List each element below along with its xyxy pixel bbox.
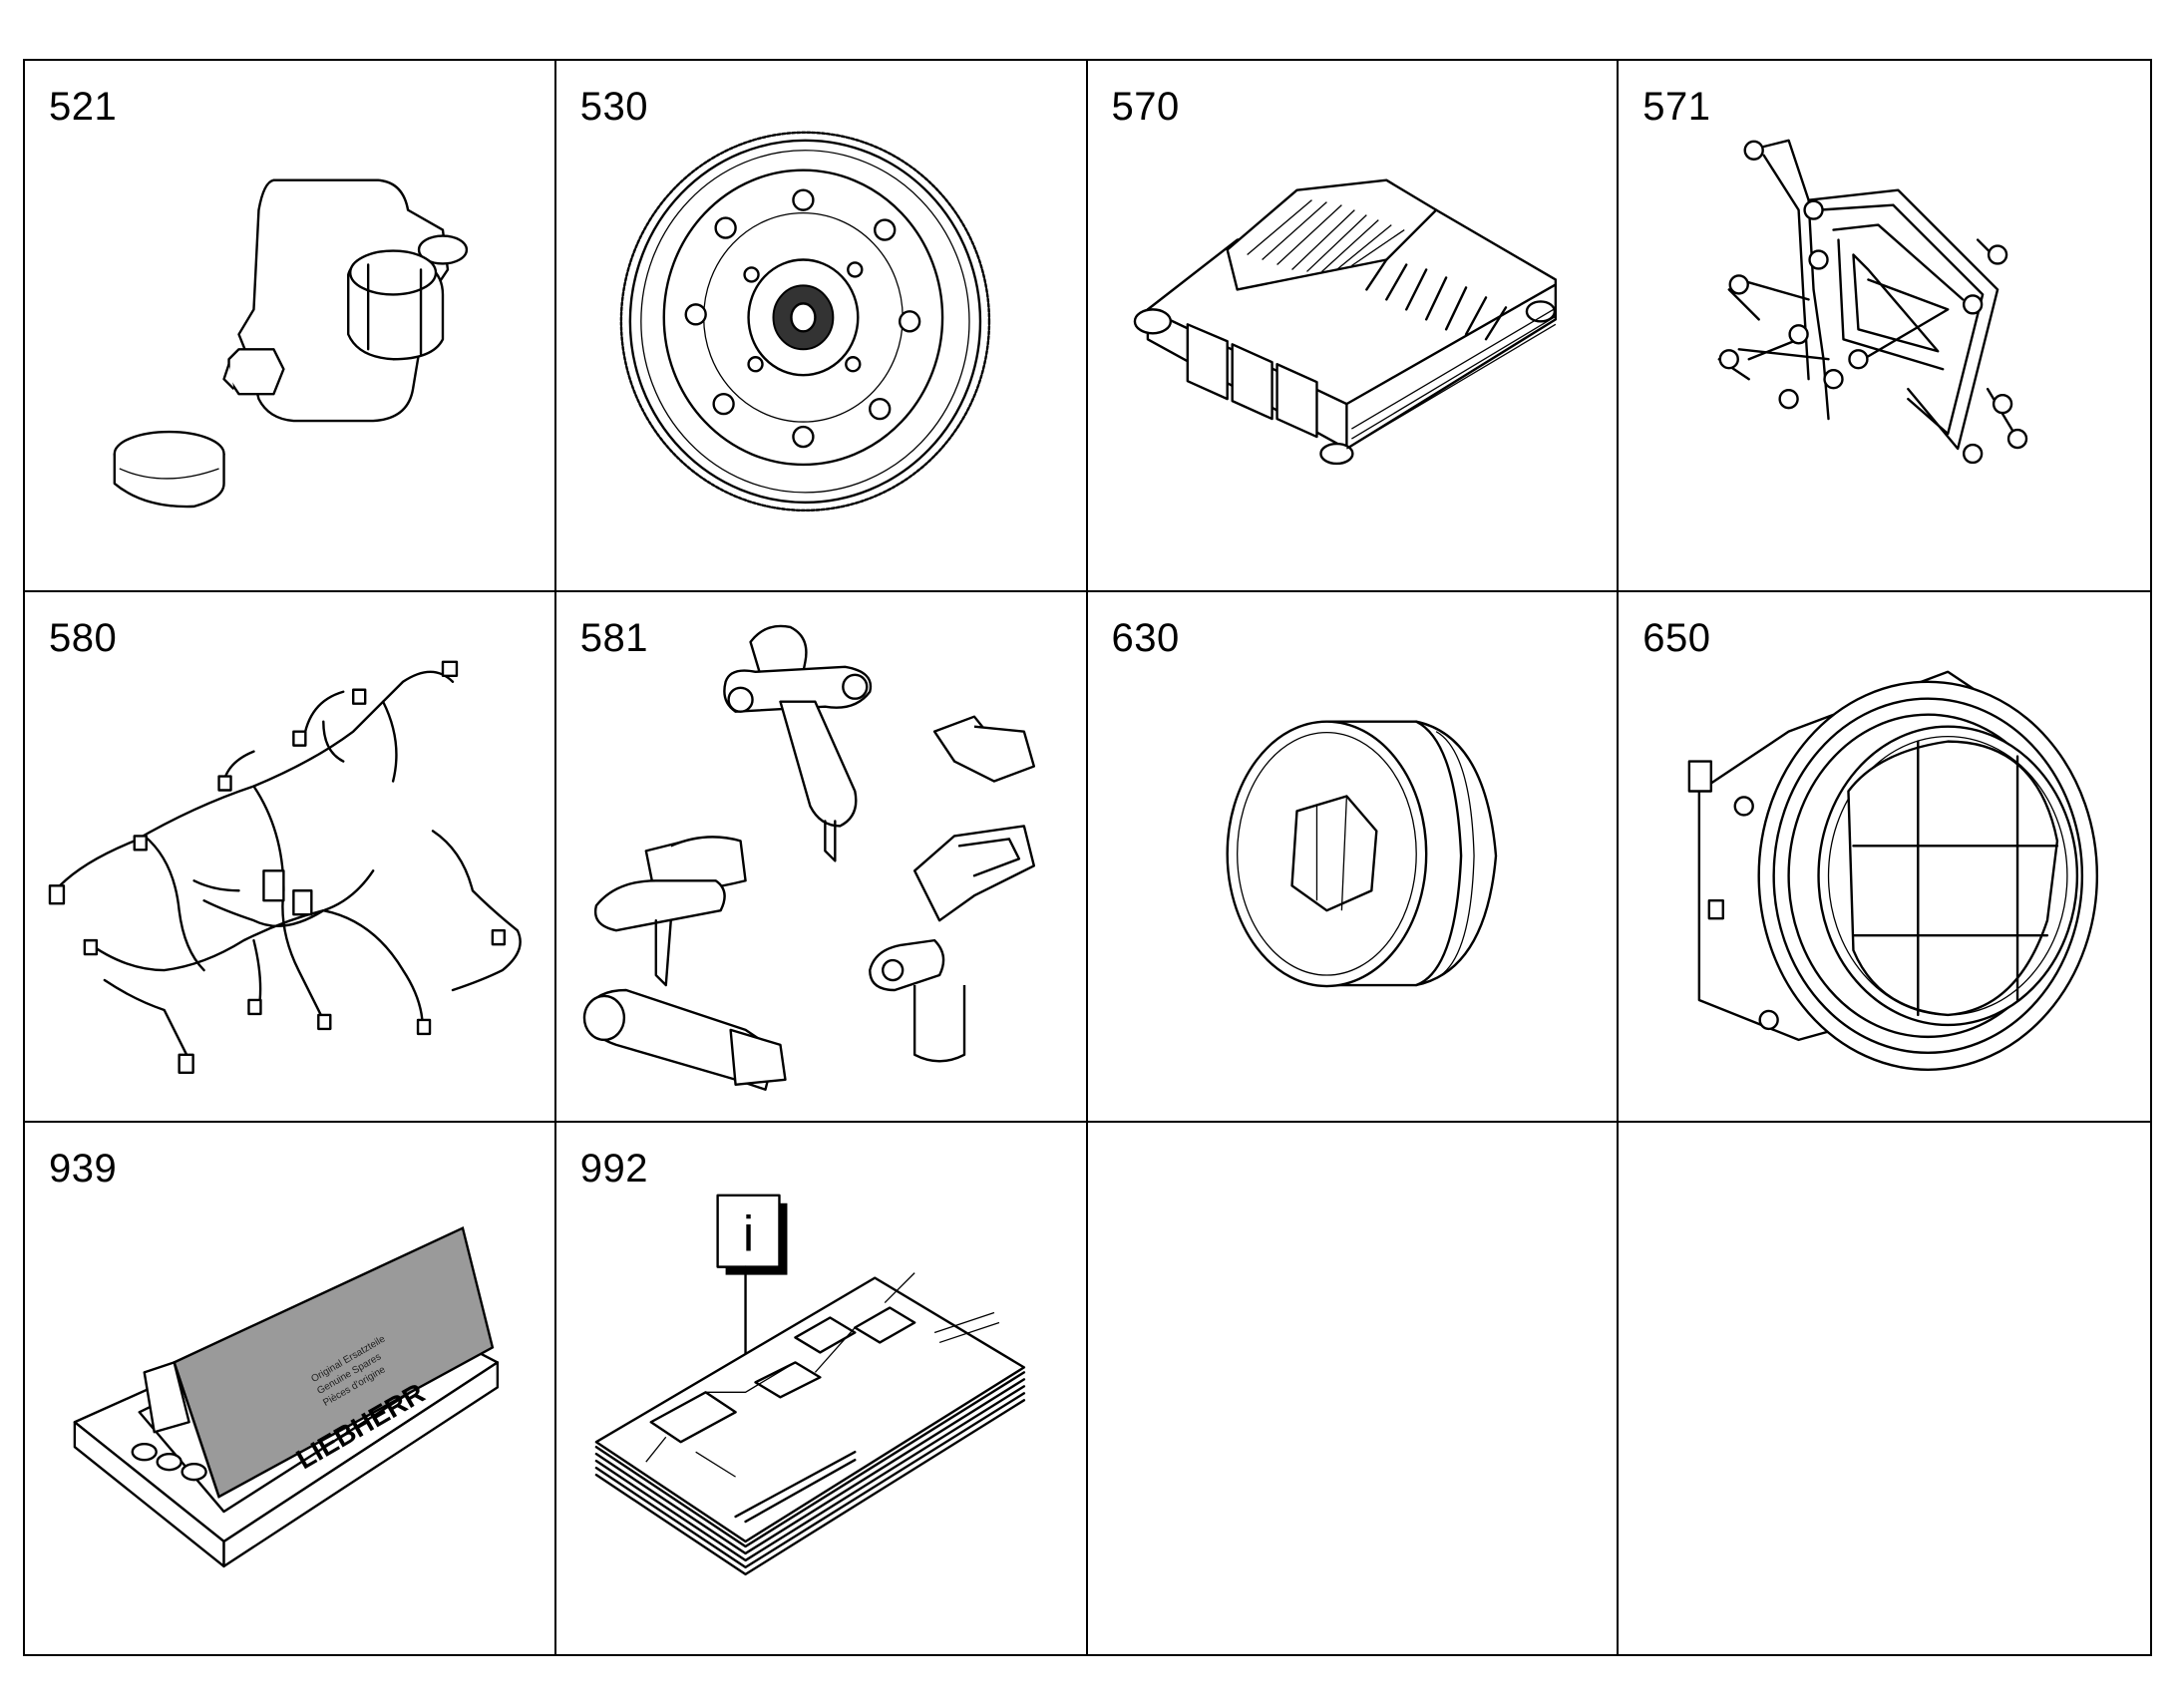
parts-box-icon: LIEBHERR Original Ersatzteile Genuine Sp… bbox=[73, 1226, 500, 1568]
empty-cell bbox=[1619, 1123, 2150, 1654]
part-number: 939 bbox=[49, 1147, 118, 1192]
housing-ring-icon bbox=[1687, 670, 2099, 1071]
part-number: 530 bbox=[579, 85, 648, 129]
mounting-bracket-icon bbox=[1717, 139, 2028, 465]
part-cell-571[interactable]: 571 bbox=[1619, 61, 2150, 592]
cap-plug-icon bbox=[113, 178, 469, 509]
part-cell-630[interactable]: 630 bbox=[1087, 591, 1620, 1124]
documentation-icon: i bbox=[594, 1194, 1025, 1576]
screw-plug-icon bbox=[1225, 720, 1497, 987]
part-cell-992[interactable]: 992 i bbox=[556, 1123, 1088, 1654]
part-number: 570 bbox=[1111, 85, 1180, 129]
part-cell-521[interactable]: 521 bbox=[25, 61, 556, 592]
info-symbol: i bbox=[743, 1206, 754, 1262]
part-number: 992 bbox=[579, 1147, 648, 1192]
part-number: 630 bbox=[1111, 615, 1180, 660]
part-cell-570[interactable]: 570 bbox=[1087, 61, 1620, 592]
flywheel-icon bbox=[619, 131, 990, 512]
control-unit-icon bbox=[1133, 178, 1557, 466]
part-number: 650 bbox=[1642, 615, 1711, 660]
part-cell-581[interactable]: 581 bbox=[555, 591, 1088, 1124]
empty-cell bbox=[1088, 1123, 1620, 1654]
part-number: 581 bbox=[579, 615, 648, 660]
wiring-harness-icon bbox=[48, 660, 522, 1074]
part-cell-650[interactable]: 650 bbox=[1619, 592, 2150, 1124]
sensor-set-icon bbox=[582, 624, 1035, 1091]
part-cell-939[interactable]: 939 LIEBHERR Original Ersatzteile Genuin… bbox=[25, 1123, 556, 1654]
part-number: 580 bbox=[49, 615, 118, 660]
part-cell-580[interactable]: 580 bbox=[25, 591, 556, 1124]
part-number: 521 bbox=[49, 85, 118, 129]
part-number: 571 bbox=[1642, 85, 1711, 129]
part-cell-530[interactable]: 530 bbox=[555, 61, 1088, 592]
parts-grid: 521 530 bbox=[23, 59, 2152, 1656]
